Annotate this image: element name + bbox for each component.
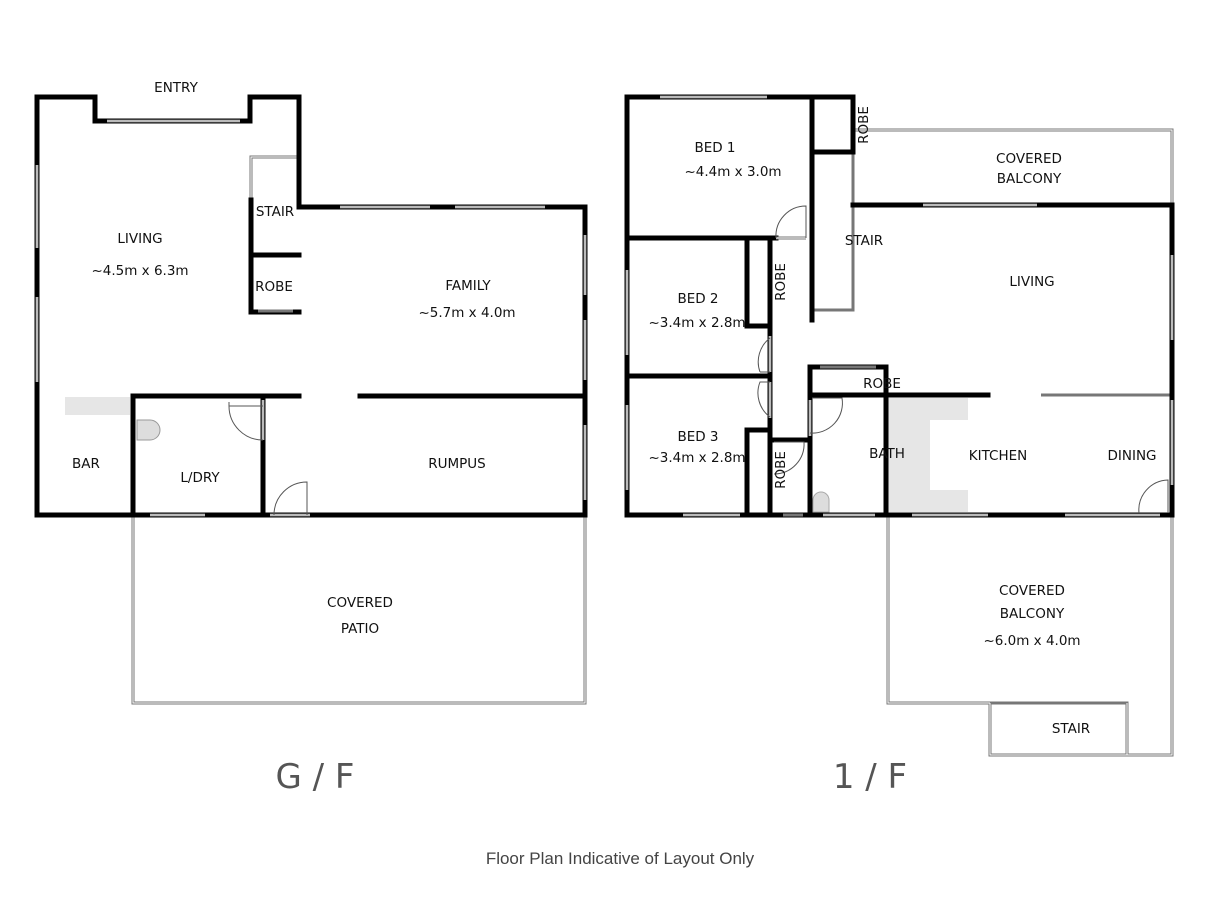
door-icon: [1138, 479, 1169, 514]
room-label-bar: BAR: [72, 456, 100, 472]
room-label-bed1-robe: ROBE: [856, 106, 872, 144]
room-label-laundry: L/DRY: [180, 470, 220, 486]
room-size-bed1: ~4.4m x 3.0m: [684, 164, 781, 180]
toilet-icon: [136, 419, 161, 441]
room-label-bed2: BED 2: [677, 291, 718, 307]
room-label-bath: BATH: [869, 446, 905, 462]
kitchen-counter: [888, 398, 968, 512]
room-label-hall-robe: ROBE: [863, 376, 901, 392]
room-label-balcony-stair: STAIR: [1052, 721, 1090, 737]
room-size-bed3: ~3.4m x 2.8m: [648, 450, 745, 466]
room-label-stair: STAIR: [845, 233, 883, 249]
room-size-living: ~4.5m x 6.3m: [91, 263, 188, 279]
room-label-robe: ROBE: [255, 279, 293, 295]
room-label-patio: COVERED: [327, 595, 393, 611]
room-label-living: LIVING: [117, 231, 162, 247]
first-floor-plan: ROBE BED 1 ~4.4m x 3.0m COVERED BALCONY …: [624, 94, 1175, 797]
door-icon: [228, 402, 264, 441]
room-size-covered-balcony: ~6.0m x 4.0m: [983, 633, 1080, 649]
door-icon: [757, 381, 771, 418]
room-label-covered-balcony-2: BALCONY: [1000, 606, 1065, 622]
ground-floor-plan: ENTRY LIVING ~4.5m x 6.3m STAIR ROBE FAM…: [34, 80, 588, 797]
room-size-bed2: ~3.4m x 2.8m: [648, 315, 745, 331]
room-label-bed1: BED 1: [694, 140, 735, 156]
floor-title-ground: G / F: [276, 757, 355, 797]
room-label-covered-balcony-top: COVERED: [996, 151, 1062, 167]
floor-title-first: 1 / F: [833, 757, 907, 797]
ground-floor-walls: [34, 94, 588, 518]
room-label-dining: DINING: [1107, 448, 1156, 464]
room-label-covered-balcony: COVERED: [999, 583, 1065, 599]
room-label-bed3: BED 3: [677, 429, 718, 445]
door-icon: [773, 441, 805, 475]
room-label-patio-2: PATIO: [341, 621, 379, 637]
door-icon: [273, 481, 308, 516]
bar-counter: [65, 397, 130, 415]
footer-disclaimer: Floor Plan Indicative of Layout Only: [486, 849, 755, 868]
room-label-stair: STAIR: [256, 204, 294, 220]
room-label-kitchen: KITCHEN: [969, 448, 1028, 464]
door-icon: [757, 337, 771, 373]
room-label-bed2-robe: ROBE: [773, 263, 789, 301]
door-icon: [775, 205, 807, 239]
room-label-family: FAMILY: [445, 278, 491, 294]
toilet-icon: [812, 491, 830, 513]
first-floor-walls: [624, 94, 1175, 518]
room-label-bed3-robe: ROBE: [773, 451, 789, 489]
balcony-outlines: [812, 128, 1174, 757]
door-icon: [809, 397, 843, 434]
room-label-entry: ENTRY: [154, 80, 198, 96]
room-size-family: ~5.7m x 4.0m: [418, 305, 515, 321]
room-label-rumpus: RUMPUS: [428, 456, 486, 472]
room-label-living: LIVING: [1009, 274, 1054, 290]
room-label-covered-balcony-top-2: BALCONY: [997, 171, 1062, 187]
